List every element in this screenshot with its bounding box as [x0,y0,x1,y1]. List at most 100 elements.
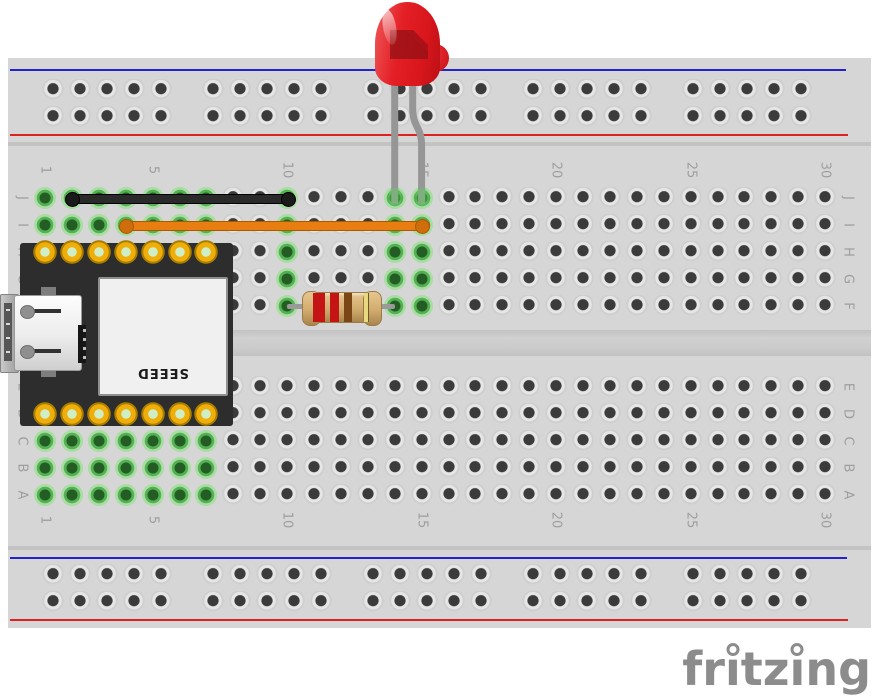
power-rail-hole[interactable] [443,79,465,101]
power-rail-hole[interactable] [709,79,731,101]
breadboard-hole[interactable] [329,457,352,479]
power-rail-hole[interactable] [310,79,332,101]
breadboard-hole[interactable] [249,268,272,290]
breadboard-hole[interactable] [518,403,541,425]
breadboard-hole[interactable] [679,268,702,290]
breadboard-hole[interactable] [491,484,514,506]
breadboard-hole[interactable] [787,295,810,317]
breadboard-hole[interactable] [276,403,299,425]
breadboard-hole[interactable] [195,457,218,479]
breadboard-hole[interactable] [383,430,406,452]
power-rail-hole[interactable] [123,79,145,101]
breadboard-hole[interactable] [276,268,299,290]
power-rail-hole[interactable] [549,106,571,128]
breadboard-hole[interactable] [491,295,514,317]
breadboard-hole[interactable] [625,268,648,290]
breadboard-hole[interactable] [679,403,702,425]
breadboard-hole[interactable] [760,241,783,263]
breadboard-hole[interactable] [356,241,379,263]
power-rail-hole[interactable] [202,79,224,101]
power-rail-hole[interactable] [630,591,652,613]
power-rail-hole[interactable] [443,591,465,613]
power-rail-hole[interactable] [389,564,411,586]
breadboard-hole[interactable] [437,376,460,398]
breadboard-hole[interactable] [410,295,433,317]
power-rail-hole[interactable] [150,591,172,613]
breadboard-hole[interactable] [276,241,299,263]
breadboard-hole[interactable] [598,295,621,317]
breadboard-hole[interactable] [222,457,245,479]
breadboard-hole[interactable] [625,214,648,236]
breadboard-hole[interactable] [34,457,56,479]
breadboard-hole[interactable] [679,376,702,398]
orange-wire[interactable] [119,221,430,231]
power-rail-hole[interactable] [736,106,758,128]
power-rail-hole[interactable] [576,591,598,613]
breadboard-hole[interactable] [249,376,272,398]
power-rail-hole[interactable] [763,564,785,586]
breadboard-hole[interactable] [383,403,406,425]
power-rail-hole[interactable] [736,79,758,101]
power-rail-hole[interactable] [576,564,598,586]
breadboard-hole[interactable] [814,430,837,452]
xiao-pin[interactable] [194,240,219,264]
breadboard-hole[interactable] [733,403,756,425]
power-rail-hole[interactable] [470,106,492,128]
seeed-xiao-board[interactable]: SEEED [20,240,233,426]
breadboard-hole[interactable] [464,484,487,506]
breadboard-hole[interactable] [652,295,675,317]
resistor-body[interactable] [301,290,382,326]
power-rail-hole[interactable] [256,564,278,586]
power-rail-hole[interactable] [69,591,91,613]
breadboard-hole[interactable] [437,295,460,317]
breadboard-hole[interactable] [598,484,621,506]
breadboard-hole[interactable] [814,214,837,236]
breadboard-hole[interactable] [679,214,702,236]
breadboard-hole[interactable] [733,268,756,290]
power-rail-hole[interactable] [362,79,384,101]
breadboard-hole[interactable] [814,241,837,263]
breadboard-hole[interactable] [437,457,460,479]
power-rail-hole[interactable] [470,79,492,101]
power-rail-hole[interactable] [362,106,384,128]
breadboard-hole[interactable] [491,430,514,452]
breadboard-hole[interactable] [733,457,756,479]
breadboard-hole[interactable] [410,376,433,398]
power-rail-hole[interactable] [202,106,224,128]
power-rail-hole[interactable] [603,106,625,128]
breadboard-hole[interactable] [787,187,810,209]
breadboard-hole[interactable] [437,187,460,209]
breadboard-hole[interactable] [491,457,514,479]
power-rail-hole[interactable] [630,564,652,586]
breadboard-hole[interactable] [760,187,783,209]
power-rail-hole[interactable] [229,79,251,101]
breadboard-hole[interactable] [652,457,675,479]
breadboard-hole[interactable] [141,457,164,479]
power-rail-hole[interactable] [470,564,492,586]
power-rail-hole[interactable] [709,591,731,613]
power-rail-hole[interactable] [603,79,625,101]
breadboard-hole[interactable] [303,430,325,452]
power-rail-hole[interactable] [69,79,91,101]
breadboard-hole[interactable] [141,430,164,452]
breadboard-hole[interactable] [814,403,837,425]
breadboard-hole[interactable] [303,457,325,479]
breadboard-hole[interactable] [652,430,675,452]
breadboard-hole[interactable] [303,268,325,290]
power-rail-hole[interactable] [123,106,145,128]
breadboard-hole[interactable] [545,484,568,506]
power-rail-hole[interactable] [96,591,118,613]
power-rail-hole[interactable] [150,106,172,128]
breadboard-hole[interactable] [356,376,379,398]
breadboard-hole[interactable] [572,241,594,263]
breadboard-hole[interactable] [60,430,83,452]
power-rail-hole[interactable] [229,564,251,586]
power-rail-hole[interactable] [682,79,704,101]
breadboard-hole[interactable] [545,187,568,209]
xiao-pin[interactable] [113,240,138,264]
breadboard-hole[interactable] [329,268,352,290]
power-rail-hole[interactable] [416,106,438,128]
breadboard-hole[interactable] [706,376,729,398]
black-wire[interactable] [65,194,296,204]
power-rail-hole[interactable] [790,106,812,128]
